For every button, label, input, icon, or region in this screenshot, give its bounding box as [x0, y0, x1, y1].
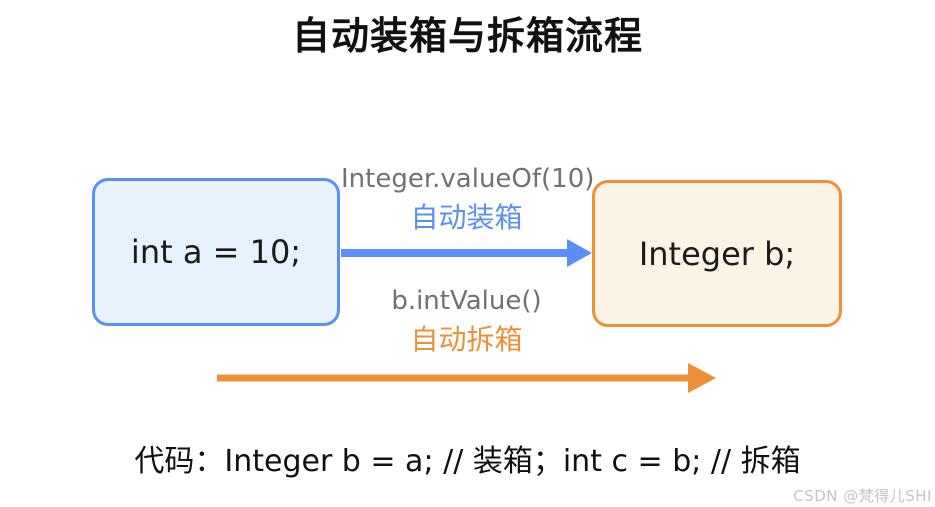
unboxing-method-label: b.intValue() [391, 286, 542, 316]
page-title: 自动装箱与拆箱流程 [291, 14, 643, 58]
boxing-method-label: Integer.valueOf(10) [341, 164, 595, 194]
watermark: CSDN @梵得儿SHI [793, 487, 932, 505]
source-box-label: int a = 10; [130, 233, 302, 271]
target-box-integer-b: Integer b; [592, 180, 842, 327]
unboxing-caption-label: 自动拆箱 [410, 323, 523, 356]
target-box-label: Integer b; [638, 234, 796, 273]
unboxing-right-arrow-icon [217, 363, 716, 393]
boxing-caption-label: 自动装箱 [410, 201, 523, 234]
boxing-right-arrow-icon [341, 239, 592, 267]
code-example-caption: 代码：Integer b = a; // 装箱；int c = b; // 拆箱 [134, 444, 801, 479]
source-box-int-a: int a = 10; [92, 178, 340, 326]
